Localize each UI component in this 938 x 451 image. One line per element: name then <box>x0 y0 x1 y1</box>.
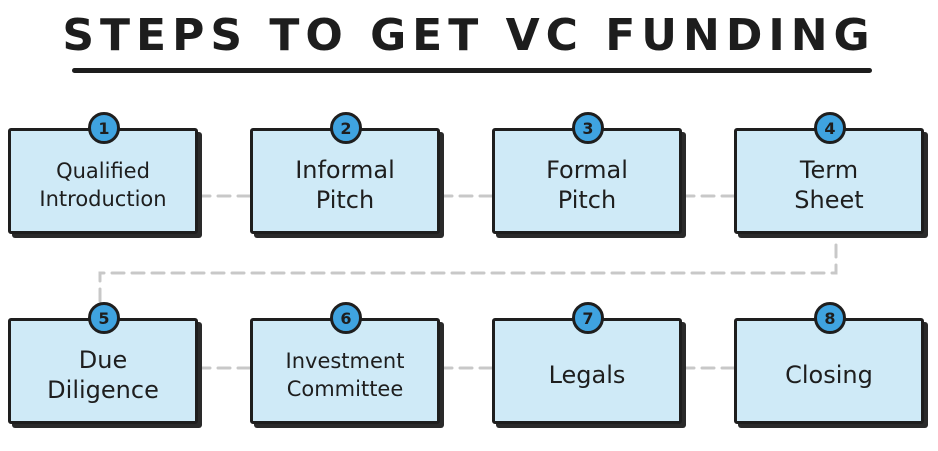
step-4-label: Term Sheet <box>794 156 864 214</box>
step-3-label: Formal Pitch <box>546 156 628 214</box>
step-4-box: Term Sheet <box>734 128 924 234</box>
diagram-title: STEPS TO GET VC FUNDING <box>62 10 876 61</box>
step-6-box: Investment Committee <box>250 318 440 424</box>
connector-4-5 <box>98 243 838 307</box>
step-2: Informal Pitch 2 <box>250 112 444 238</box>
step-6: Investment Committee 6 <box>250 302 444 428</box>
step-8-number-badge: 8 <box>814 302 846 334</box>
step-1: Qualified Introduction 1 <box>8 112 202 238</box>
step-5-label: Due Diligence <box>47 346 159 404</box>
step-5: Due Diligence 5 <box>8 302 202 428</box>
step-8-label: Closing <box>785 361 873 389</box>
step-3-number-badge: 3 <box>572 112 604 144</box>
title-underline <box>72 68 872 73</box>
step-6-label: Investment Committee <box>285 349 405 401</box>
step-7-box: Legals <box>492 318 682 424</box>
step-7-label: Legals <box>548 361 626 389</box>
step-7-number-badge: 7 <box>572 302 604 334</box>
step-8-box: Closing <box>734 318 924 424</box>
step-4: Term Sheet 4 <box>734 112 928 238</box>
step-3: Formal Pitch 3 <box>492 112 686 238</box>
step-8: Closing 8 <box>734 302 928 428</box>
step-7: Legals 7 <box>492 302 686 428</box>
step-2-number-badge: 2 <box>330 112 362 144</box>
step-4-number-badge: 4 <box>814 112 846 144</box>
step-5-number-badge: 5 <box>88 302 120 334</box>
step-6-number-badge: 6 <box>330 302 362 334</box>
step-1-number-badge: 1 <box>88 112 120 144</box>
step-1-label: Qualified Introduction <box>39 159 167 211</box>
step-5-box: Due Diligence <box>8 318 198 424</box>
step-2-label: Informal Pitch <box>295 156 395 214</box>
